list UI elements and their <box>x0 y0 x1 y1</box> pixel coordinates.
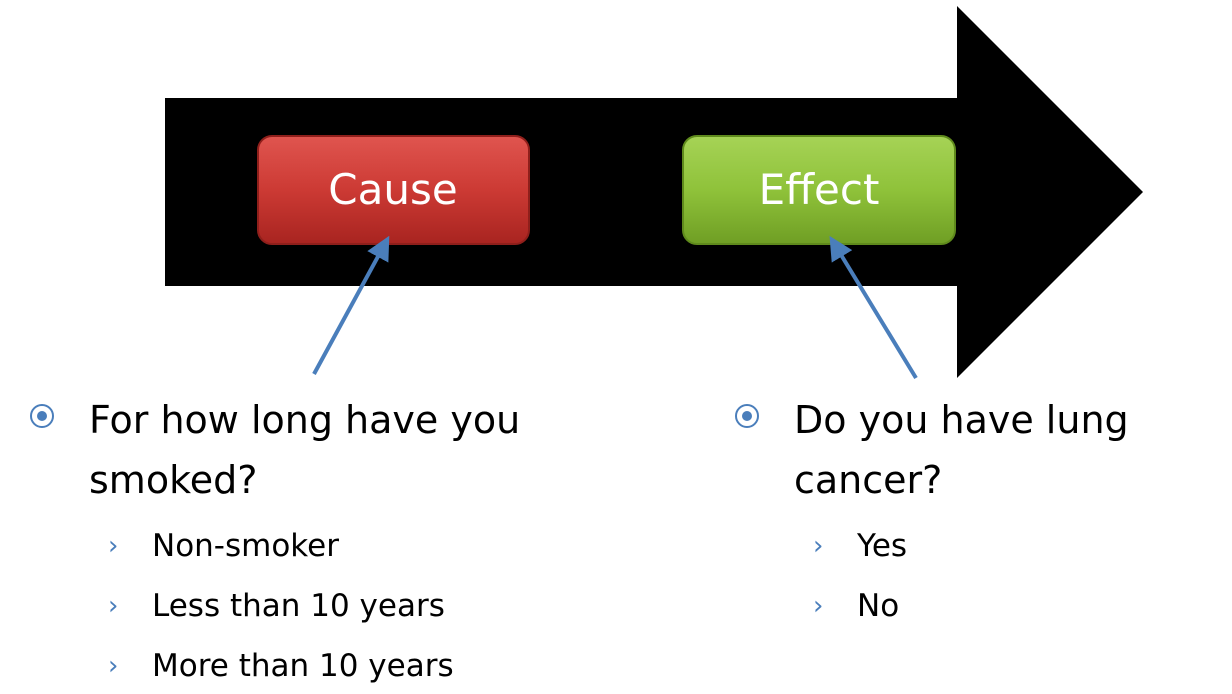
target-bullet-icon <box>30 404 54 428</box>
chevron-right-icon: › <box>108 591 119 621</box>
big-arrow <box>165 6 1143 378</box>
option-label: Non-smoker <box>152 528 339 564</box>
effect-label: Effect <box>759 165 880 214</box>
list-item: › No <box>813 576 1215 636</box>
cause-box: Cause <box>257 135 530 245</box>
option-label: No <box>857 588 900 624</box>
cause-label: Cause <box>328 165 457 214</box>
chevron-right-icon: › <box>108 651 119 681</box>
effect-question-block: Do you have lung cancer? › Yes › No <box>735 390 1215 636</box>
list-item: › More than 10 years <box>108 636 650 694</box>
list-item: › Yes <box>813 516 1215 576</box>
chevron-right-icon: › <box>108 531 119 561</box>
target-bullet-icon <box>735 404 759 428</box>
cause-question-text: For how long have you smoked? <box>89 398 521 502</box>
effect-pointer-arrow <box>829 235 918 380</box>
cause-pointer-arrow <box>312 235 390 375</box>
cause-question: For how long have you smoked? <box>30 390 650 510</box>
chevron-right-icon: › <box>813 591 824 621</box>
cause-options: › Non-smoker › Less than 10 years › More… <box>30 516 650 694</box>
effect-question-text: Do you have lung cancer? <box>794 398 1129 502</box>
option-label: Yes <box>857 528 908 564</box>
cause-question-block: For how long have you smoked? › Non-smok… <box>30 390 650 694</box>
list-item: › Non-smoker <box>108 516 650 576</box>
list-item: › Less than 10 years <box>108 576 650 636</box>
option-label: Less than 10 years <box>152 588 445 624</box>
effect-options: › Yes › No <box>735 516 1215 636</box>
effect-box: Effect <box>682 135 956 245</box>
option-label: More than 10 years <box>152 648 454 684</box>
chevron-right-icon: › <box>813 531 824 561</box>
effect-question: Do you have lung cancer? <box>735 390 1215 510</box>
